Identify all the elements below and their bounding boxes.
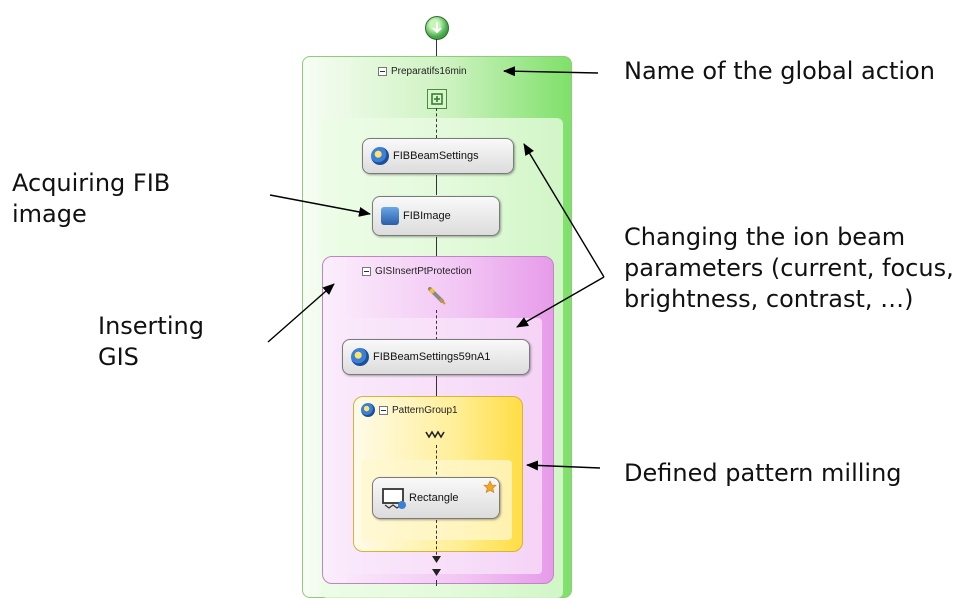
arrow-changing-2 bbox=[516, 276, 605, 328]
connector bbox=[436, 445, 437, 480]
group-icon bbox=[427, 89, 447, 109]
gear-icon bbox=[361, 403, 375, 417]
annotation-arrows bbox=[267, 66, 605, 471]
connector bbox=[436, 175, 437, 195]
pattern-group-label: PatternGroup1 bbox=[392, 404, 458, 416]
arrow-changing-1 bbox=[523, 143, 605, 278]
arrow-acquiring bbox=[269, 194, 371, 217]
connector bbox=[436, 580, 437, 586]
pattern-group-title[interactable]: PatternGroup1 bbox=[361, 403, 458, 417]
arrow-pattern bbox=[526, 460, 601, 471]
arrow-inserting bbox=[267, 283, 335, 343]
annotation-changing: Changing the ion beam parameters (curren… bbox=[624, 222, 954, 315]
arrow-global-action bbox=[503, 66, 599, 77]
start-arrow-icon bbox=[432, 22, 442, 34]
step-label: FIBBeamSettings59nA1 bbox=[373, 351, 491, 363]
star-icon bbox=[483, 480, 497, 494]
connector bbox=[436, 310, 437, 340]
annotation-line: Acquiring FIB bbox=[12, 169, 171, 197]
gear-icon bbox=[371, 147, 389, 165]
step-label: FIBImage bbox=[403, 210, 451, 222]
gis-group-title[interactable]: GISInsertPtProtection bbox=[362, 266, 472, 277]
step-label: Rectangle bbox=[409, 492, 459, 504]
annotation-line: Inserting bbox=[98, 312, 204, 340]
connector bbox=[436, 39, 437, 57]
annotation-line: image bbox=[12, 200, 87, 228]
image-icon bbox=[381, 207, 399, 225]
collapse-icon[interactable] bbox=[362, 267, 371, 276]
connector bbox=[436, 237, 437, 257]
gear-icon bbox=[351, 348, 369, 366]
fib-image-step[interactable]: FIBImage bbox=[372, 196, 500, 236]
annotation-line: parameters (current, focus, bbox=[624, 254, 954, 282]
annotation-line: brightness, contrast, …) bbox=[624, 285, 914, 313]
wave-pattern-icon bbox=[425, 430, 445, 439]
gis-group-label: GISInsertPtProtection bbox=[375, 266, 472, 277]
fib-beam-settings-step[interactable]: FIBBeamSettings bbox=[362, 138, 514, 174]
annotation-line: Changing the ion beam bbox=[624, 223, 906, 251]
annotation-inserting: Inserting GIS bbox=[98, 311, 204, 373]
connector bbox=[436, 520, 437, 560]
fib-beam-settings-59na-step[interactable]: FIBBeamSettings59nA1 bbox=[342, 339, 530, 375]
rectangle-icon bbox=[382, 488, 406, 509]
collapse-icon[interactable] bbox=[378, 67, 387, 76]
global-action-label: Preparatifs16min bbox=[391, 66, 467, 77]
annotation-line: GIS bbox=[98, 343, 139, 371]
down-arrow-icon bbox=[432, 569, 441, 576]
connector bbox=[436, 108, 437, 138]
down-arrow-icon bbox=[432, 556, 441, 563]
start-node[interactable] bbox=[425, 16, 449, 40]
annotation-global-action: Name of the global action bbox=[624, 57, 935, 85]
syringe-icon bbox=[428, 287, 446, 305]
connector bbox=[436, 376, 437, 396]
rectangle-step[interactable]: Rectangle bbox=[372, 477, 500, 519]
step-label: FIBBeamSettings bbox=[393, 150, 479, 162]
global-action-title[interactable]: Preparatifs16min bbox=[378, 66, 467, 77]
annotation-acquiring: Acquiring FIB image bbox=[12, 168, 170, 230]
collapse-icon[interactable] bbox=[379, 405, 388, 415]
annotation-pattern: Defined pattern milling bbox=[624, 459, 902, 487]
